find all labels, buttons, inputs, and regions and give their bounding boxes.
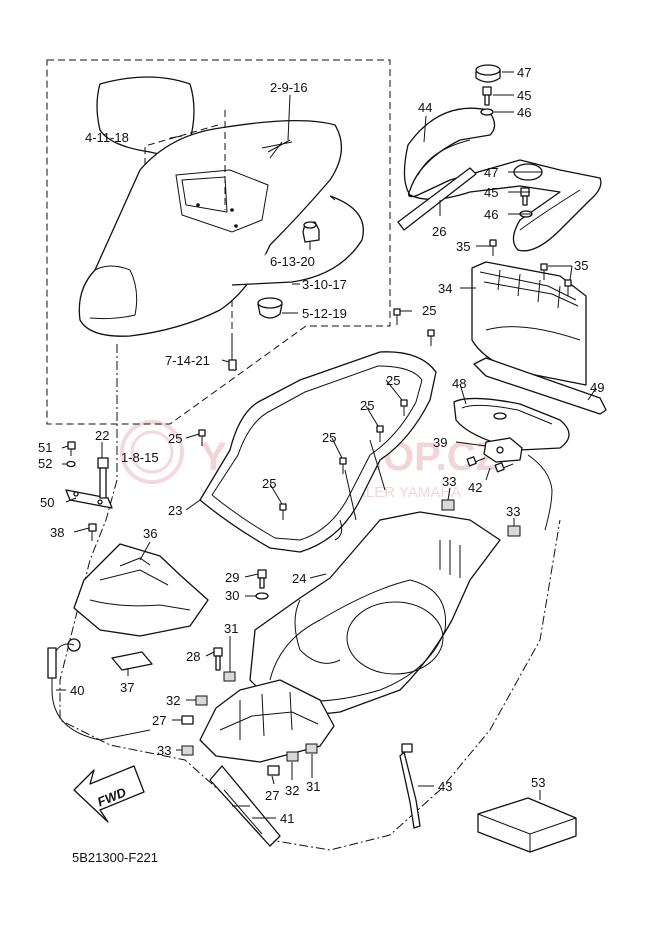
washer-52 (66, 460, 76, 468)
seat-bolt (228, 300, 237, 371)
callout-25-f: 25 (262, 476, 276, 491)
callout-6-13-20: 6-13-20 (270, 254, 315, 269)
callout-1-8-15: 1-8-15 (121, 450, 159, 465)
callout-4-11-18: 4-11-18 (85, 130, 129, 145)
seat-stay-rod (231, 195, 364, 286)
lower-box (199, 679, 335, 763)
callout-2-9-16: 2-9-16 (270, 80, 308, 95)
callout-25-b: 25 (386, 373, 400, 388)
trim-strip (397, 167, 477, 231)
inner-tray (73, 543, 209, 637)
seat-lock-cable (47, 454, 553, 741)
callout-32-right: 32 (285, 783, 299, 798)
callout-25-d: 25 (322, 430, 336, 445)
callout-42: 42 (468, 480, 482, 495)
callout-25-a: 25 (422, 303, 436, 318)
callout-46-upper: 46 (517, 105, 531, 120)
callout-48: 48 (452, 376, 466, 391)
accessory-pad (477, 797, 577, 853)
forward-arrow: FWD (73, 765, 145, 823)
cable-tie (399, 743, 421, 829)
callout-38: 38 (50, 525, 64, 540)
callout-25-e: 25 (168, 431, 182, 446)
callout-31-lower: 31 (306, 779, 320, 794)
callout-32-left: 32 (166, 693, 180, 708)
callout-3-10-17: 3-10-17 (302, 277, 347, 292)
callout-45-lower: 45 (484, 185, 498, 200)
callout-46-lower: 46 (484, 207, 498, 222)
callout-41: 41 (280, 811, 294, 826)
callout-40: 40 (70, 683, 84, 698)
callout-37: 37 (120, 680, 134, 695)
leader-lines (56, 71, 597, 819)
reference-line-left (59, 344, 561, 851)
callout-25-c: 25 (360, 398, 374, 413)
bolt-upper (482, 86, 492, 106)
callout-23: 23 (168, 503, 182, 518)
bolt-38 (88, 523, 97, 541)
side-cover-strip (209, 765, 281, 847)
callout-33-c: 33 (157, 743, 171, 758)
callout-24: 24 (292, 571, 306, 586)
callout-27-right: 27 (265, 788, 279, 803)
callout-51: 51 (38, 440, 52, 455)
callout-44: 44 (418, 100, 432, 115)
washer-30 (255, 592, 269, 600)
callout-5-12-19: 5-12-19 (302, 306, 347, 321)
bolt-28 (213, 647, 223, 671)
screw-25-group (198, 308, 435, 520)
gasket-seal (473, 357, 607, 415)
callout-52: 52 (38, 456, 52, 471)
callout-26: 26 (432, 224, 446, 239)
adhesive-pad (111, 651, 153, 671)
diagram-code: 5B21300-F221 (72, 850, 158, 865)
callout-30: 30 (225, 588, 239, 603)
callout-49: 49 (590, 380, 604, 395)
bolt-22 (97, 457, 109, 499)
bolt-lower (520, 187, 530, 206)
callout-33-a: 33 (442, 474, 456, 489)
callout-45-upper: 45 (517, 88, 531, 103)
cover-lid (453, 397, 570, 451)
nut-group (181, 499, 521, 776)
callout-labels: 47 45 46 44 47 45 46 26 35 35 34 2-9-16 … (38, 65, 604, 826)
callout-35-left: 35 (456, 239, 470, 254)
damper-rubber-small (302, 221, 320, 243)
callout-27-left: 27 (152, 713, 166, 728)
callout-36: 36 (143, 526, 157, 541)
bolt-35-group (489, 239, 572, 296)
frame-cover (199, 351, 437, 553)
callout-33-b: 33 (506, 504, 520, 519)
callout-50: 50 (40, 495, 54, 510)
seat (78, 110, 342, 337)
damper-rubber-large (257, 297, 283, 319)
washer-upper (480, 108, 494, 116)
callout-29: 29 (225, 570, 239, 585)
screw-42-group (466, 456, 514, 473)
bracket-50 (65, 489, 113, 509)
callout-47-upper: 47 (517, 65, 531, 80)
callout-22: 22 (95, 428, 109, 443)
callout-34: 34 (438, 281, 452, 296)
callout-35-right: 35 (574, 258, 588, 273)
callout-47-lower: 47 (484, 165, 498, 180)
bolt-51 (67, 441, 76, 456)
callout-28: 28 (186, 649, 200, 664)
seat-group-box (46, 59, 391, 425)
callout-39: 39 (433, 435, 447, 450)
callout-31-upper: 31 (224, 621, 238, 636)
seat-lock (483, 437, 523, 463)
callout-53: 53 (531, 775, 545, 790)
bolt-29 (257, 569, 267, 589)
grab-handle (403, 107, 602, 252)
cap-upper (475, 64, 501, 83)
callout-43: 43 (438, 779, 452, 794)
callout-7-14-21: 7-14-21 (165, 353, 210, 368)
